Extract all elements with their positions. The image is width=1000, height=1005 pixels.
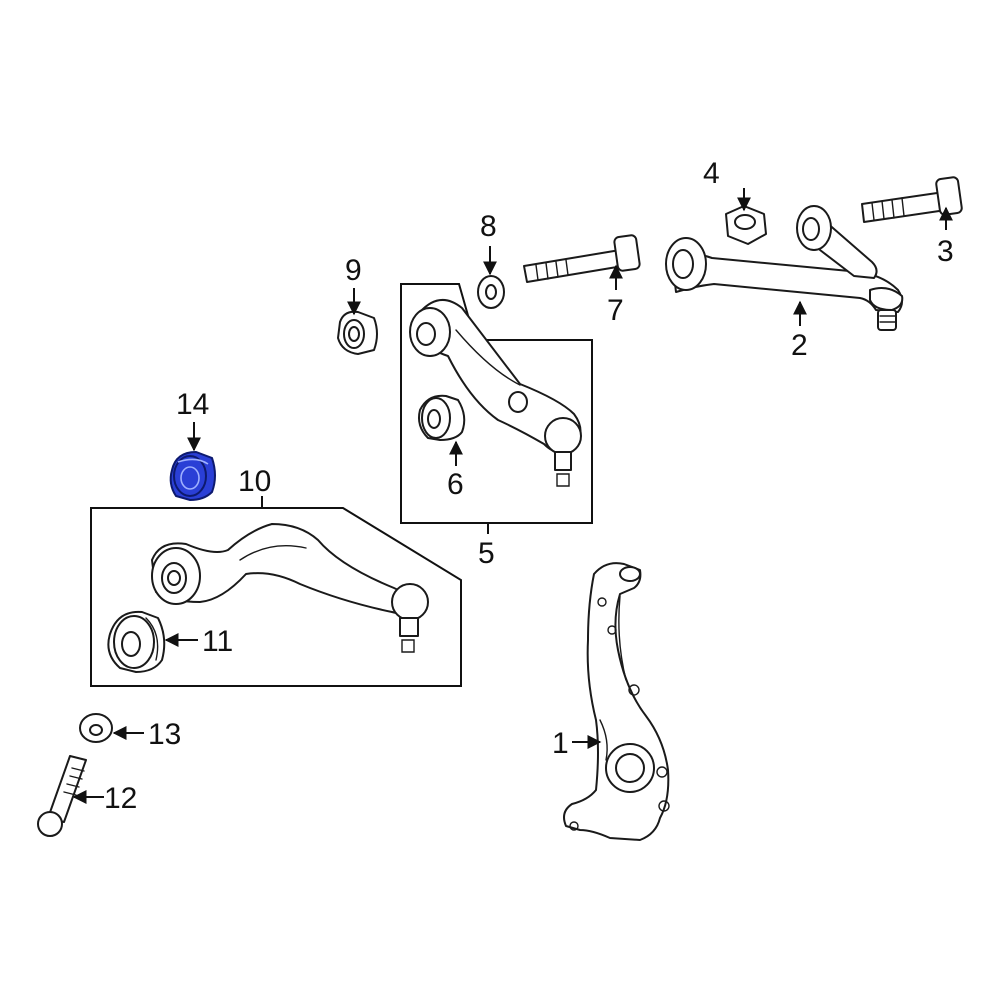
callout-8[interactable]: 8: [480, 210, 497, 243]
part-6-bushing[interactable]: [418, 394, 466, 441]
callout-10[interactable]: 10: [238, 465, 271, 498]
callout-6[interactable]: 6: [447, 468, 464, 501]
callout-13[interactable]: 13: [148, 718, 181, 751]
callout-12[interactable]: 12: [104, 782, 137, 815]
part-9-nut[interactable]: [337, 310, 378, 355]
callout-9[interactable]: 9: [345, 254, 362, 287]
part-10-lower-control-arm[interactable]: [151, 523, 429, 653]
assembly-box-5: [400, 283, 593, 524]
part-2-upper-control-arm[interactable]: [665, 205, 904, 331]
part-7-bolt[interactable]: [523, 234, 641, 283]
part-12-bolt[interactable]: [37, 755, 87, 837]
callout-labels: 1 2 3 4 5 6 7 8 9 10 11 12 13 14: [104, 157, 954, 815]
part-3-bolt[interactable]: [861, 176, 963, 223]
part-13-washer[interactable]: [79, 713, 113, 743]
leader-lines: [72, 188, 953, 804]
callout-2[interactable]: 2: [791, 329, 808, 362]
callout-1[interactable]: 1: [552, 727, 569, 760]
part-4-nut[interactable]: [725, 205, 767, 245]
callout-11[interactable]: 11: [202, 625, 233, 658]
callout-5[interactable]: 5: [478, 537, 495, 570]
part-1-steering-knuckle[interactable]: [563, 562, 670, 841]
callout-7[interactable]: 7: [607, 294, 624, 327]
part-11-bushing[interactable]: [107, 610, 166, 673]
callout-14[interactable]: 14: [176, 388, 209, 421]
part-8-washer[interactable]: [477, 275, 505, 309]
part-14-bushing-highlighted[interactable]: [169, 450, 216, 502]
part-5-lower-control-arm[interactable]: [409, 299, 582, 487]
callout-4[interactable]: 4: [703, 157, 720, 190]
assembly-box-10: [90, 507, 462, 687]
callout-3[interactable]: 3: [937, 235, 954, 268]
